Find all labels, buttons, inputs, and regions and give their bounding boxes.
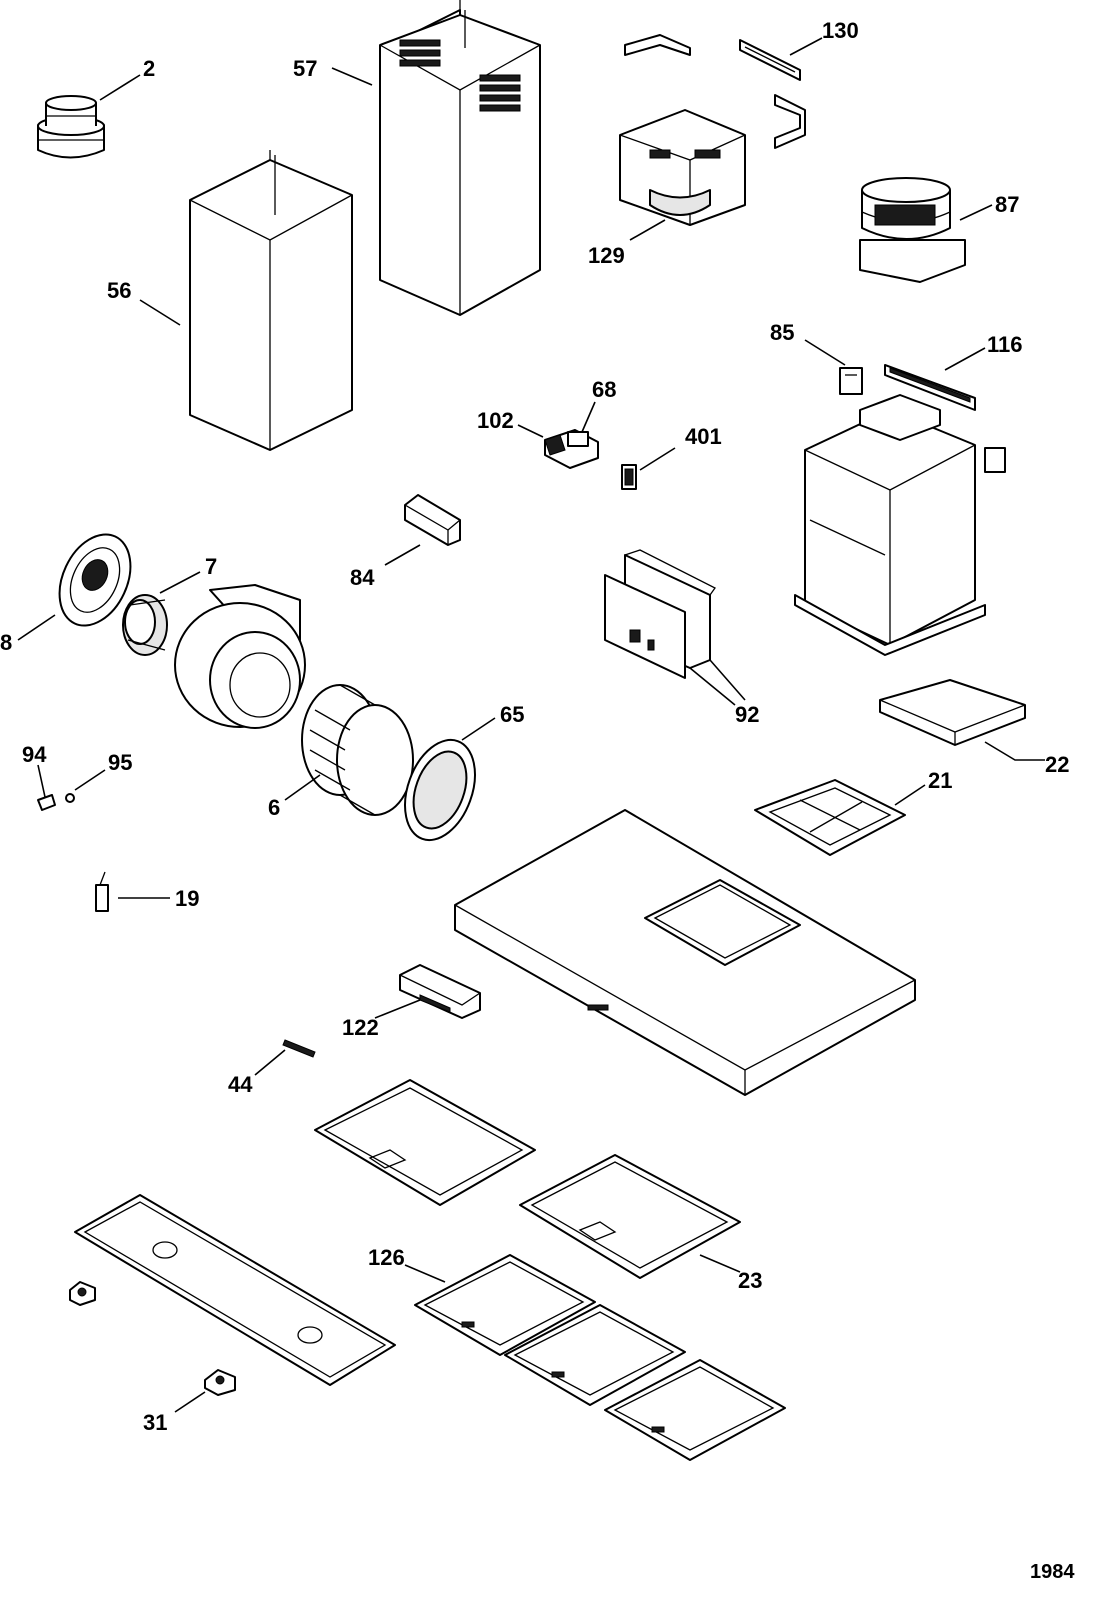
callout-94: 94 [22,742,47,767]
part-grease-filter-upper [314,1079,536,1206]
callout-23: 23 [738,1268,762,1293]
leader-65 [461,717,496,741]
part-6-blower-wheel [301,684,414,816]
callout-126: 126 [368,1245,405,1270]
part-126-grease-filters [414,1254,786,1461]
part-support-frame [794,394,1006,656]
callout-2: 2 [143,56,155,81]
leader-44 [254,1049,286,1076]
leader-57 [331,67,373,86]
part-21-filter-frame [754,779,906,856]
callout-85: 85 [770,320,794,345]
part-401-switch [621,464,637,490]
leader-87 [959,204,993,221]
callout-401: 401 [685,424,722,449]
callout-129: 129 [588,243,625,268]
leader-401 [639,447,676,471]
leader-92-b [709,659,746,701]
callout-102: 102 [477,408,514,433]
part-8-inlet-ring [58,533,132,627]
leader-116 [944,347,986,371]
leader-102 [517,424,544,438]
part-19-wire-nut [95,871,109,912]
callout-84: 84 [350,565,375,590]
part-23-grease-filter [519,1154,741,1279]
part-65-inlet-ring [404,738,476,842]
leader-8 [17,614,56,641]
part-122-transformer [399,964,481,1019]
leader-129 [629,219,666,241]
part-116-bracket-strip [884,364,976,411]
callout-95: 95 [108,750,132,775]
leader-122 [374,999,421,1019]
leader-130 [789,37,823,56]
part-56-lower-chimney [189,150,353,451]
callout-8: 8 [0,630,12,655]
callout-21: 21 [928,768,952,793]
part-94-95-screw-nut [37,793,75,811]
part-blower-housing [174,584,306,729]
part-front-panel [74,1194,396,1386]
callout-122: 122 [342,1015,379,1040]
leader-2 [99,74,141,101]
part-31-knob [204,1369,236,1396]
part-2-duct-adapter [37,95,105,159]
part-knob [69,1281,96,1306]
callout-87: 87 [995,192,1019,217]
callout-92: 92 [735,702,759,727]
part-85-bracket [839,367,863,395]
callout-57: 57 [293,56,317,81]
callout-56: 56 [107,278,131,303]
callout-44: 44 [228,1072,253,1097]
leader-85 [804,339,846,366]
part-129-transition-duct [619,109,746,226]
part-87-damper-adapter [859,177,966,283]
leader-22 [984,741,1045,761]
leader-31 [174,1391,206,1413]
leader-94 [37,764,46,798]
callout-68: 68 [592,377,616,402]
leader-84 [384,544,421,566]
leader-92-a [689,667,736,706]
callout-31: 31 [143,1410,167,1435]
part-7-motor [122,594,168,656]
callout-6: 6 [268,795,280,820]
diagram-code: 1984 [1030,1561,1075,1583]
part-22-charcoal-filter [879,679,1026,746]
part-92-control-box [604,549,716,679]
part-84-light-socket [404,494,461,546]
leader-56 [139,299,181,326]
leader-6 [284,774,321,801]
part-130-brackets [624,34,806,149]
callout-19: 19 [175,886,199,911]
leader-95 [74,769,106,791]
part-57-upper-chimney [379,0,541,316]
part-44-screw [282,1039,316,1058]
leader-21 [894,784,926,806]
leader-23 [699,1254,741,1273]
leader-126 [404,1264,446,1283]
part-hood-body [454,809,916,1096]
callout-130: 130 [822,18,859,43]
callout-116: 116 [987,332,1023,357]
callout-22: 22 [1045,752,1069,777]
leader-7 [159,571,201,594]
part-102-68-switch-assembly [544,429,599,469]
leader-68 [581,401,596,433]
callout-65: 65 [500,702,524,727]
callout-7: 7 [205,554,217,579]
